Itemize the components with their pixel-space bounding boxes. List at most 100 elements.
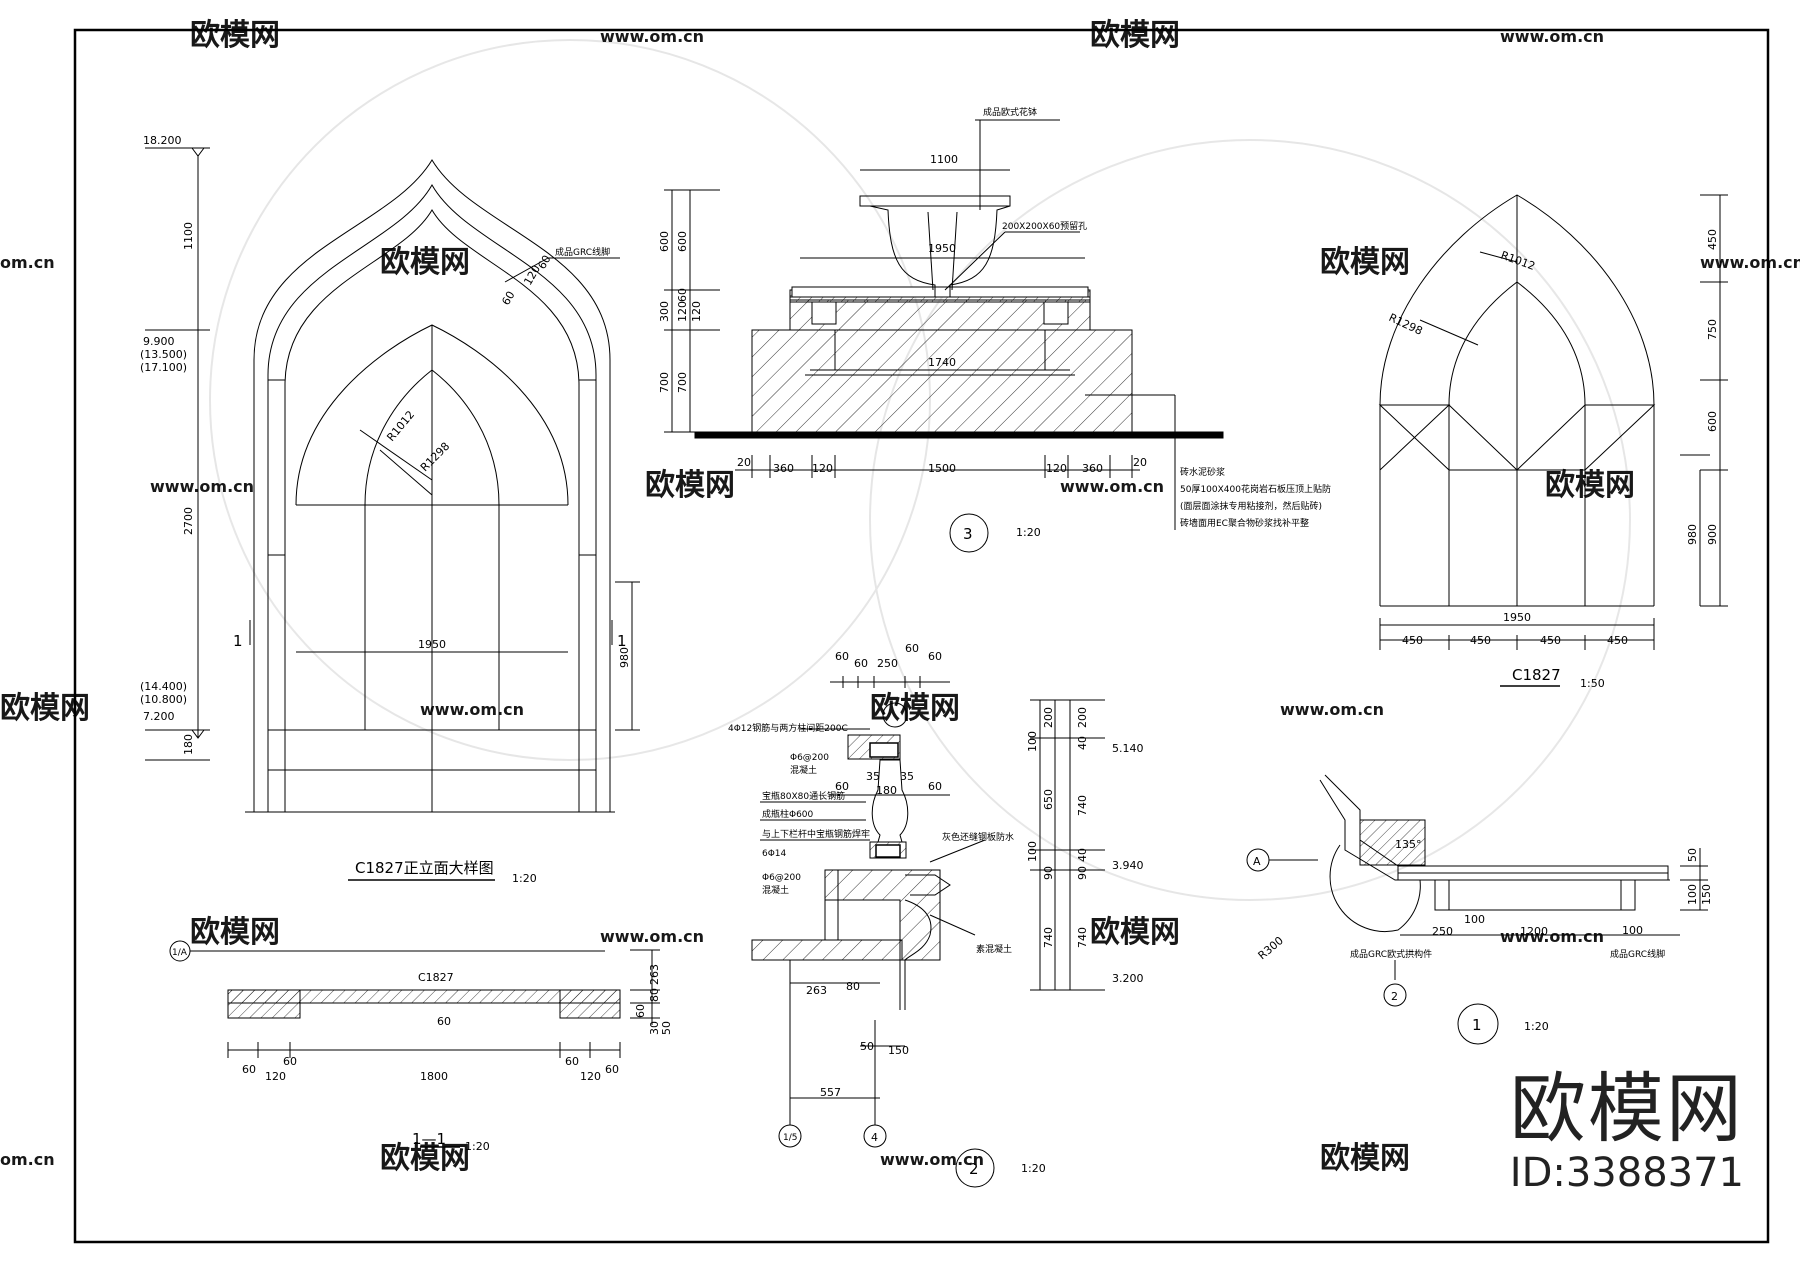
dim-label: 120	[690, 301, 703, 322]
scale-label: 1:20	[1524, 1020, 1549, 1033]
level-label: 5.140	[1112, 742, 1144, 755]
note-label: 成品GRC线脚	[1610, 948, 1665, 960]
angle-label: 135°	[1395, 838, 1422, 851]
dim-label: 700	[658, 372, 671, 393]
dim-label: 60	[565, 1055, 579, 1068]
dim-label: 2700	[182, 507, 195, 535]
section-1-1	[169, 940, 660, 1148]
dim-label: 180	[182, 734, 195, 755]
watermark-url: www.om.cn	[1500, 927, 1604, 946]
level-label: (10.800)	[140, 693, 187, 706]
dim-label: 80	[846, 980, 860, 993]
note-label: 砖水泥砂浆	[1180, 466, 1225, 478]
detail-number: 3	[963, 525, 973, 543]
dim-label: 200	[1042, 707, 1055, 728]
dim-label: 557	[820, 1086, 841, 1099]
watermark-url: www.om.cn	[880, 1150, 984, 1169]
note-label: 宝瓶80X80通长钢筋	[762, 790, 845, 802]
dim-label: 60	[905, 642, 919, 655]
note-label: 50厚100X400花岗岩石板压顶上贴防	[1180, 483, 1331, 495]
dim-label: 100	[1464, 913, 1485, 926]
brand-watermark: 欧模网 ID:3388371	[1509, 1064, 1744, 1196]
level-label: (14.400)	[140, 680, 187, 693]
dim-label: 20	[737, 456, 751, 469]
watermark-brand: 欧模网	[1090, 915, 1180, 950]
dim-label: 100	[1026, 841, 1039, 862]
dim-label: 263	[648, 964, 661, 985]
section-mark: 1	[617, 632, 627, 650]
dim-label: 700	[676, 372, 689, 393]
note-label: 200X200X60预留孔	[1002, 220, 1087, 232]
section-1-1-text: 1/A C1827 60 60 120 60 1800 60 120 60 26…	[172, 948, 673, 1153]
dim-label: 980	[1686, 524, 1699, 545]
model-id: ID:3388371	[1509, 1150, 1744, 1196]
member-label: C1827	[418, 971, 454, 984]
detail-number: 1	[1472, 1016, 1482, 1034]
dim-label: 30	[648, 1021, 661, 1035]
section-mark: 1	[233, 632, 243, 650]
note-label: (面层面涂抹专用粘接剂，然后贴砖)	[1180, 500, 1322, 512]
note-label: 混凝土	[762, 884, 789, 896]
dim-label: 1950	[928, 242, 956, 255]
scale-label: 1:20	[512, 872, 537, 885]
dim-label: 35	[900, 770, 914, 783]
radius-label: R1298	[418, 440, 452, 474]
note-label: 灰色还缝钢板防水	[942, 831, 1014, 843]
scale-label: 1:20	[1021, 1162, 1046, 1175]
dim-label: 20	[1133, 456, 1147, 469]
dim-label: 60	[242, 1063, 256, 1076]
drawing-title: C1827正立面大样图	[355, 859, 494, 877]
dim-label: 740	[1076, 795, 1089, 816]
note-label: 与上下栏杆中宝瓶钢筋焊牢	[762, 828, 870, 840]
dim-label: 120	[580, 1070, 601, 1083]
level-label: 18.200	[143, 134, 182, 147]
dim-label: 100	[1622, 924, 1643, 937]
watermark-brand: 欧模网	[1545, 468, 1635, 503]
scale-label: 1:50	[1580, 677, 1605, 690]
dim-label: 120	[812, 462, 833, 475]
note-label: 6Φ14	[762, 849, 787, 859]
note-label: 成品GRC欧式拱构件	[1350, 948, 1432, 960]
dim-label: 60	[535, 253, 553, 272]
dim-label: 90	[1076, 866, 1089, 880]
dim-label: 450	[1706, 229, 1719, 250]
dim-label: 60	[835, 780, 849, 793]
dim-label: 60	[928, 780, 942, 793]
dim-label: 150	[888, 1044, 909, 1057]
level-label: 3.200	[1112, 972, 1144, 985]
dim-label: 150	[1700, 884, 1713, 905]
dim-label: 600	[1706, 411, 1719, 432]
note-label: 成瓶柱Φ600	[762, 808, 814, 820]
detail-number: 2	[969, 1160, 979, 1178]
dim-label: 1740	[928, 356, 956, 369]
radius-label: R1012	[384, 408, 417, 444]
detail-sub: 2	[1391, 990, 1398, 1003]
dim-label: 60	[835, 650, 849, 663]
dim-label: 180	[876, 784, 897, 797]
watermark-url: www.om.cn	[600, 27, 704, 46]
axis-label: 1/5	[783, 1133, 797, 1143]
dim-label: 1950	[418, 638, 446, 651]
dim-label: 600	[658, 231, 671, 252]
drawing-title: 1—1	[412, 1130, 446, 1148]
scale-label: 1:20	[465, 1140, 490, 1153]
watermark-brand: 欧模网	[0, 691, 90, 726]
radius-label: R300	[1256, 934, 1286, 962]
level-label: (17.100)	[140, 361, 187, 374]
watermark-url: www.om.cn	[1700, 253, 1800, 272]
scale-label: 1:20	[1016, 526, 1041, 539]
dim-label: 50	[1686, 848, 1699, 862]
dim-label: 80	[648, 988, 661, 1002]
dim-label: 1100	[930, 153, 958, 166]
dim-label: 740	[1042, 927, 1055, 948]
dim-label: 600	[676, 231, 689, 252]
dim-label: 90	[1042, 866, 1055, 880]
dim-label: 50	[860, 1040, 874, 1053]
dim-label: 360	[773, 462, 794, 475]
dim-label: 1100	[182, 222, 195, 250]
dim-label: 450	[1470, 634, 1491, 647]
level-label: 7.200	[143, 710, 175, 723]
sheet-frame	[73, 28, 1770, 1244]
brand-name: 欧模网	[1509, 1064, 1744, 1153]
